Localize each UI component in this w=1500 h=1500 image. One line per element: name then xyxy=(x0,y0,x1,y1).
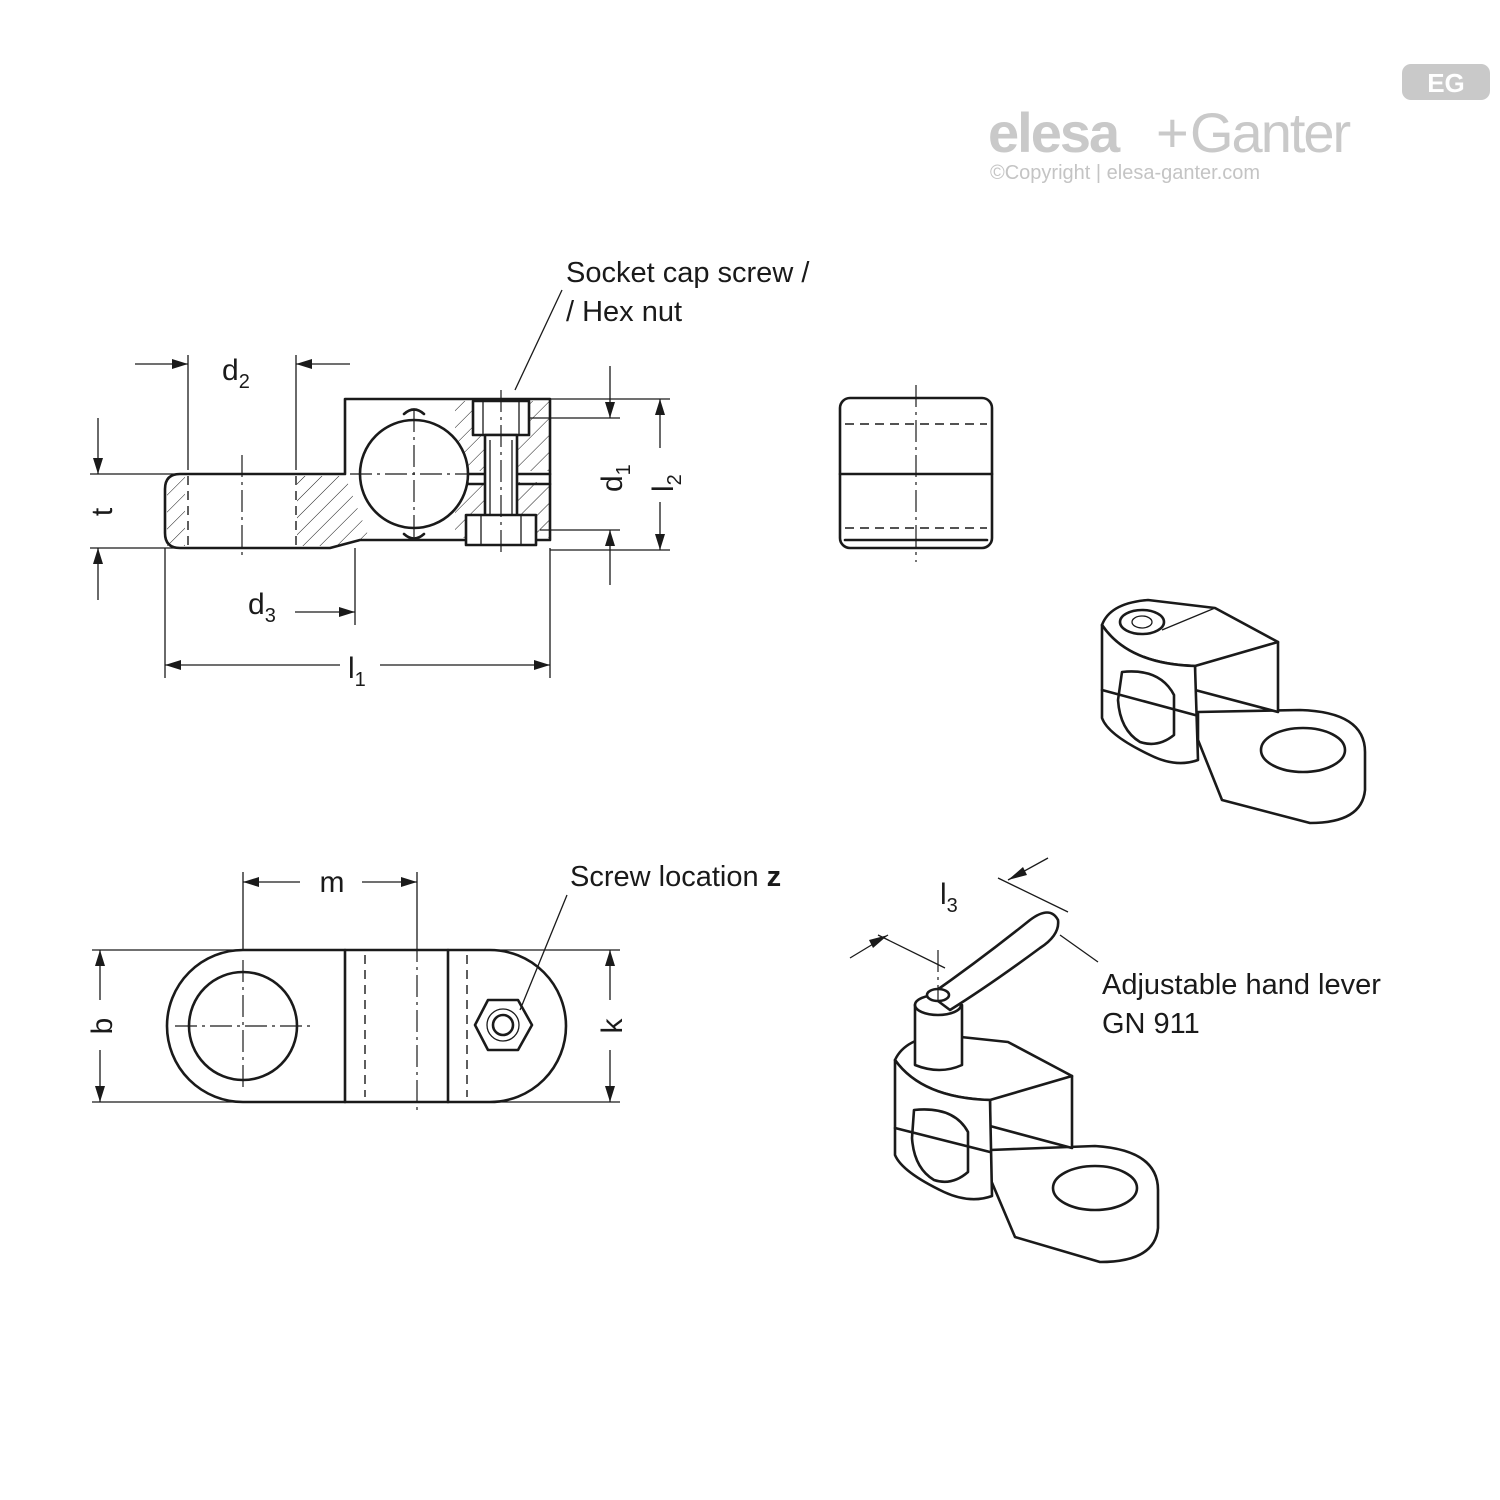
d2-arrow-left xyxy=(172,359,188,369)
iso-split-line xyxy=(1161,607,1216,631)
dim-d3: d3 xyxy=(248,548,356,627)
plan-hex-nut-bore xyxy=(486,1008,520,1042)
l2-label: l2 xyxy=(647,474,686,492)
dim-m: m xyxy=(242,866,418,950)
end-view xyxy=(838,385,994,562)
lever-callout-line1: Adjustable hand lever xyxy=(1102,969,1381,1001)
bore-groove-top xyxy=(402,408,426,416)
k-arrow-bottom xyxy=(605,1086,615,1102)
lever-callout-line2: GN 911 xyxy=(1102,1008,1200,1040)
iso2-lug-hole xyxy=(1051,1164,1139,1212)
b-arrow-top xyxy=(95,950,105,966)
m-arrow-right xyxy=(401,877,417,887)
plan-view xyxy=(165,940,568,1112)
t-arrow-top xyxy=(93,458,103,474)
l3-label: l3 xyxy=(940,878,958,917)
b-arrow-bottom xyxy=(95,1086,105,1102)
d2-label: d2 xyxy=(222,354,250,393)
plan-hex-nut xyxy=(473,998,534,1052)
bore-groove-bottom xyxy=(402,532,426,540)
lever-hub xyxy=(913,1003,964,1072)
l2-label-bg xyxy=(645,448,677,502)
iso2-slot xyxy=(893,1126,992,1154)
b-label: b xyxy=(86,1018,119,1035)
lever-callout: Adjustable hand lever GN 911 xyxy=(1059,934,1381,1040)
dim-l2: l2 xyxy=(550,398,686,551)
plan-hex-nut-inner xyxy=(491,1013,515,1037)
lever-callout-leader xyxy=(1059,934,1099,963)
screw-callout-leader xyxy=(514,289,563,391)
logo-badge-text: EG xyxy=(1427,68,1465,98)
logo-badge xyxy=(1402,64,1490,100)
screw-callout-line2: / Hex nut xyxy=(566,296,682,328)
dim-t: t xyxy=(86,418,178,600)
l1-arrow-right xyxy=(534,660,550,670)
t-arrow-bottom xyxy=(93,548,103,564)
l1-label: l1 xyxy=(348,652,366,691)
side-section-view xyxy=(163,390,552,558)
hatch-center-section xyxy=(297,476,370,546)
d3-label: d3 xyxy=(248,588,276,627)
t-label: t xyxy=(86,507,119,516)
isometric-lever-view xyxy=(893,911,1160,1264)
iso2-bore xyxy=(910,1108,970,1184)
m-arrow-left xyxy=(243,877,259,887)
logo-brand-plus: + xyxy=(1156,101,1187,164)
dim-d1: d1 xyxy=(530,366,635,585)
l3-ext-left xyxy=(877,934,946,969)
dim-l1: l1 xyxy=(164,548,551,691)
logo-brand-right: Ganter xyxy=(1190,101,1351,164)
brand-logo: EG elesa + Ganter ©Copyright | elesa-gan… xyxy=(988,64,1490,184)
m-label: m xyxy=(320,866,345,899)
dim-k: k xyxy=(490,949,629,1103)
iso-screw-head xyxy=(1118,608,1166,636)
d2-arrow-right xyxy=(296,359,312,369)
dim-d2: d2 xyxy=(135,354,350,470)
iso-lug-hole xyxy=(1259,726,1347,774)
l2-arrow-top xyxy=(655,399,665,415)
iso-slot xyxy=(1100,688,1197,717)
l3-ext-right xyxy=(997,877,1069,913)
lever-arm xyxy=(928,911,1060,1012)
screw-callout: Socket cap screw / / Hex nut xyxy=(514,257,810,391)
l3-arrow-left xyxy=(869,935,888,948)
k-arrow-top xyxy=(605,950,615,966)
iso-bore xyxy=(1116,670,1176,746)
iso-screw-socket xyxy=(1131,615,1153,629)
l2-arrow-bottom xyxy=(655,534,665,550)
logo-brand-left: elesa xyxy=(988,101,1121,164)
l3-arrow-right xyxy=(1008,867,1027,880)
l1-arrow-left xyxy=(165,660,181,670)
dim-l3: l3 xyxy=(849,857,1069,969)
dim-b: b xyxy=(86,949,243,1103)
screw-location-leader xyxy=(519,894,568,1011)
d1-arrow-bottom xyxy=(605,530,615,546)
k-label: k xyxy=(596,1018,629,1034)
d1-arrow-top xyxy=(605,402,615,418)
isometric-clamp-view xyxy=(1100,598,1367,825)
d1-label: d1 xyxy=(596,464,635,492)
logo-copyright: ©Copyright | elesa-ganter.com xyxy=(990,162,1260,184)
d3-arrow xyxy=(339,607,355,617)
hatch-left-section xyxy=(167,476,185,546)
screw-callout-line1: Socket cap screw / xyxy=(566,257,810,289)
